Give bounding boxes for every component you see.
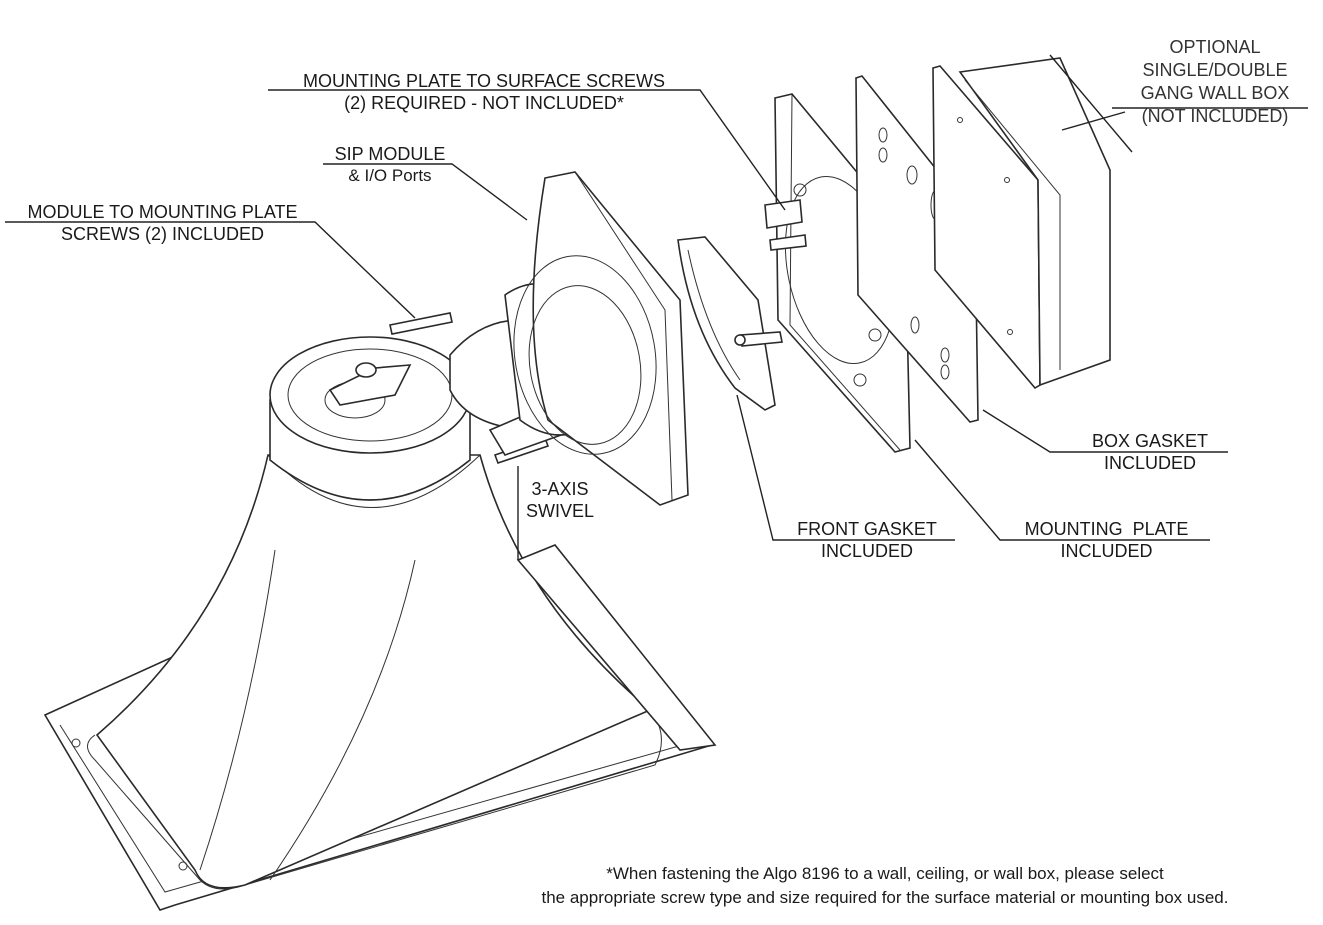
label-line: OPTIONAL — [1169, 37, 1261, 57]
footnote: *When fastening the Algo 8196 to a wall,… — [440, 862, 1323, 910]
label-box-gasket: BOX GASKET INCLUDED — [1075, 430, 1225, 474]
label-line: SIP MODULE — [334, 144, 446, 164]
label-line: MODULE TO MOUNTING PLATE — [27, 202, 298, 222]
label-module-screws: MODULE TO MOUNTING PLATE SCREWS (2) INCL… — [5, 201, 320, 245]
label-front-gasket: FRONT GASKET INCLUDED — [778, 518, 956, 562]
label-line: (NOT INCLUDED) — [1141, 106, 1289, 126]
label-swivel: 3-AXIS SWIVEL — [515, 478, 605, 522]
leader-mounting-plate — [914, 439, 1210, 541]
label-sip-module: SIP MODULE & I/O Ports — [310, 143, 470, 187]
label-line: SINGLE/DOUBLE — [1142, 60, 1288, 80]
label-line: INCLUDED — [1103, 453, 1196, 473]
front-gasket — [677, 236, 783, 411]
label-line: BOX GASKET — [1091, 431, 1209, 451]
label-line: MOUNTING PLATE TO SURFACE SCREWS — [302, 71, 666, 91]
box-gasket — [855, 75, 979, 423]
leader-wall-box-line — [1049, 54, 1133, 153]
label-line: FRONT GASKET — [797, 519, 937, 539]
horn-speaker — [43, 282, 717, 911]
leader-box-gasket — [982, 409, 1228, 453]
footnote-line: the appropriate screw type and size requ… — [541, 888, 1229, 907]
label-line: INCLUDED — [820, 541, 913, 561]
label-line: 3-AXIS — [531, 479, 589, 499]
leader-sip-module — [323, 163, 528, 221]
sip-module — [513, 171, 689, 506]
label-line: SCREWS (2) INCLUDED — [60, 224, 265, 244]
label-line: MOUNTING PLATE — [1024, 519, 1189, 539]
label-line: & I/O Ports — [348, 166, 432, 185]
label-mounting-plate-screws: MOUNTING PLATE TO SURFACE SCREWS (2) REQ… — [268, 70, 700, 114]
label-mounting-plate: MOUNTING PLATE INCLUDED — [1003, 518, 1210, 562]
label-line: GANG WALL BOX — [1140, 83, 1290, 103]
leader-mounting-plate-screws — [268, 89, 786, 211]
leader-module-screws — [5, 221, 416, 319]
label-wall-box: OPTIONAL SINGLE/DOUBLE GANG WALL BOX (NO… — [1120, 36, 1310, 128]
leader-front-gasket — [736, 394, 955, 541]
mounting-plate — [764, 93, 911, 453]
leader-wall-box-pointer — [1061, 111, 1126, 131]
label-line: INCLUDED — [1060, 541, 1153, 561]
footnote-line: *When fastening the Algo 8196 to a wall,… — [606, 864, 1164, 883]
label-line: (2) REQUIRED - NOT INCLUDED* — [344, 93, 624, 113]
wall-box — [932, 57, 1111, 390]
label-line: SWIVEL — [525, 501, 595, 521]
leader-lines — [5, 54, 1308, 560]
